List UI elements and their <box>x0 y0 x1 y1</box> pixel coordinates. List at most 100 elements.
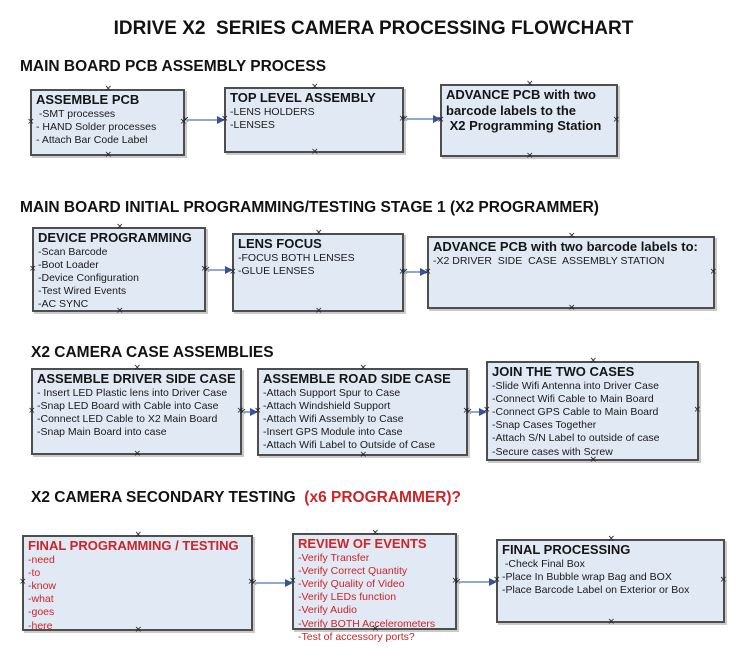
connection-handle-icon <box>105 152 113 158</box>
connection-handle-icon <box>134 451 142 457</box>
box-title: REVIEW OF EVENTS <box>298 536 427 551</box>
box-item: -Connect Wifi Cable to Main Board <box>492 392 654 405</box>
box-item: -Scan Barcode <box>38 245 108 258</box>
box-items: -Verify Transfer-Verify Correct Quantity… <box>298 552 451 644</box>
box-items: -X2 DRIVER SIDE CASE ASSEMBLY STATION <box>433 255 709 268</box>
section-heading-pcb-assembly: MAIN BOARD PCB ASSEMBLY PROCESS <box>20 58 327 75</box>
box-item: -Verify Transfer <box>298 551 370 564</box>
connection-handle-icon <box>315 230 323 236</box>
box-item: - Attach Bar Code Label <box>36 133 148 146</box>
box-item: -goes <box>28 606 55 619</box>
box-title: LENS FOCUS <box>238 236 322 251</box>
connection-handle-icon <box>372 626 380 632</box>
box-item: -to <box>28 566 41 579</box>
connection-handle-icon <box>424 269 432 275</box>
box-item: -know <box>28 579 57 592</box>
connection-handle-icon <box>311 149 319 155</box>
flow-box-advance-pcb-driver-side: ADVANCE PCB with two barcode labels to: … <box>427 236 715 309</box>
box-items: -LENS HOLDERS-LENSES <box>230 106 398 132</box>
connector-line <box>207 269 227 271</box>
connection-handle-icon <box>116 308 124 314</box>
connector-line <box>458 581 491 583</box>
box-items: -SMT processes- HAND Solder processes- A… <box>36 108 179 148</box>
box-item: -Place Barcode Label on Exterior or Box <box>502 583 690 596</box>
connection-handle-icon <box>116 224 124 230</box>
section-heading-red-suffix: (x6 PROGRAMMER)? <box>295 489 462 506</box>
connection-handle-icon <box>719 577 727 583</box>
box-item: -LENSES <box>230 118 275 131</box>
connector-line <box>469 411 481 413</box>
box-items: -Attach Support Spur to Case-Attach Wind… <box>263 387 462 453</box>
flow-box-final-processing: FINAL PROCESSING -Check Final Box-Place … <box>496 539 725 623</box>
box-item: -Snap Main Board into case <box>37 426 167 439</box>
box-item: -X2 DRIVER SIDE CASE ASSEMBLY STATION <box>433 254 665 267</box>
connection-handle-icon <box>568 305 576 311</box>
box-item: -Attach Windshield Support <box>263 399 391 412</box>
section-heading-text: X2 CAMERA SECONDARY TESTING <box>31 489 296 506</box>
box-item: -what <box>28 593 54 606</box>
box-item: -Snap LED Board with Cable into Case <box>37 399 219 412</box>
box-item: -LENS HOLDERS <box>230 105 315 118</box>
box-item: -Test Wired Events <box>38 285 127 298</box>
box-items: -need-to-know-what-goes-here <box>28 554 247 633</box>
box-item: -Snap Cases Together <box>492 419 597 432</box>
box-title: JOIN THE TWO CASES <box>492 364 635 379</box>
box-title: ADVANCE PCB with two barcode labels to t… <box>446 87 602 133</box>
connector-arrow <box>185 116 225 124</box>
connection-handle-icon <box>590 457 598 463</box>
box-item: -Attach Support Spur to Case <box>263 386 401 399</box>
box-title: TOP LEVEL ASSEMBLY <box>230 90 376 105</box>
box-item: -Verify LEDs function <box>298 591 397 604</box>
connection-handle-icon <box>608 619 616 625</box>
box-item: -Device Configuration <box>38 271 139 284</box>
box-title: FINAL PROGRAMMING / TESTING <box>28 538 239 553</box>
connection-handle-icon <box>254 408 262 414</box>
connector-line <box>243 411 252 413</box>
box-title: ADVANCE PCB with two barcode labels to: <box>433 239 698 254</box>
box-title: ASSEMBLE ROAD SIDE CASE <box>263 371 451 386</box>
box-title: ASSEMBLE PCB <box>36 92 140 107</box>
connection-handle-icon <box>437 117 445 123</box>
box-item: -Verify BOTH Accelerometers <box>298 617 436 630</box>
connection-handle-icon <box>315 308 323 314</box>
connection-handle-icon <box>221 116 229 122</box>
box-item: -Connect GPS Cable to Main Board <box>492 405 659 418</box>
connection-handle-icon <box>483 407 491 413</box>
connector-arrow <box>457 578 497 586</box>
box-item: -GLUE LENSES <box>238 264 315 277</box>
box-item: -need <box>28 553 55 566</box>
flow-box-assemble-driver-side-case: ASSEMBLE DRIVER SIDE CASE - Insert LED P… <box>31 368 242 455</box>
box-item: -SMT processes <box>36 107 116 120</box>
section-heading-initial-programming: MAIN BOARD INITIAL PROGRAMMING/TESTING S… <box>20 199 599 216</box>
connection-handle-icon <box>590 358 598 364</box>
connection-handle-icon <box>229 269 237 275</box>
connection-handle-icon <box>135 627 143 633</box>
box-item: -Verify Correct Quantity <box>298 564 408 577</box>
page-title: IDRIVE X2 SERIES CAMERA PROCESSING FLOWC… <box>113 18 634 39</box>
connection-handle-icon <box>19 579 27 585</box>
connection-handle-icon <box>29 266 37 272</box>
box-item: -Test of accessory ports? <box>298 630 415 643</box>
box-items: - Insert LED Plastic lens into Driver Ca… <box>37 387 236 440</box>
connection-handle-icon <box>28 408 36 414</box>
box-item: -FOCUS BOTH LENSES <box>238 251 355 264</box>
connection-handle-icon <box>372 530 380 536</box>
flow-box-device-programming: DEVICE PROGRAMMING -Scan Barcode-Boot Lo… <box>32 227 206 312</box>
flow-box-assemble-road-side-case: ASSEMBLE ROAD SIDE CASE -Attach Support … <box>257 368 468 456</box>
connection-handle-icon <box>105 86 113 92</box>
box-item: -Slide Wifi Antenna into Driver Case <box>492 379 659 392</box>
box-item: -Insert GPS Module into Case <box>263 426 403 439</box>
box-items: -FOCUS BOTH LENSES-GLUE LENSES <box>238 252 398 278</box>
connection-handle-icon <box>360 452 368 458</box>
connection-handle-icon <box>360 365 368 371</box>
flow-box-review-of-events: REVIEW OF EVENTS -Verify Transfer-Verify… <box>289 530 457 643</box>
box-item: -Check Final Box <box>502 557 585 570</box>
flow-box-final-programming-testing: FINAL PROGRAMMING / TESTING -need-to-kno… <box>19 535 253 633</box>
connection-handle-icon <box>289 578 297 584</box>
box-item: -here <box>28 619 53 632</box>
box-item: -Attach Wifi Assembly to Case <box>263 412 404 425</box>
box-item: -Boot Loader <box>38 258 99 271</box>
box-items: -Scan Barcode-Boot Loader-Device Configu… <box>38 246 200 312</box>
connection-handle-icon <box>311 84 319 90</box>
